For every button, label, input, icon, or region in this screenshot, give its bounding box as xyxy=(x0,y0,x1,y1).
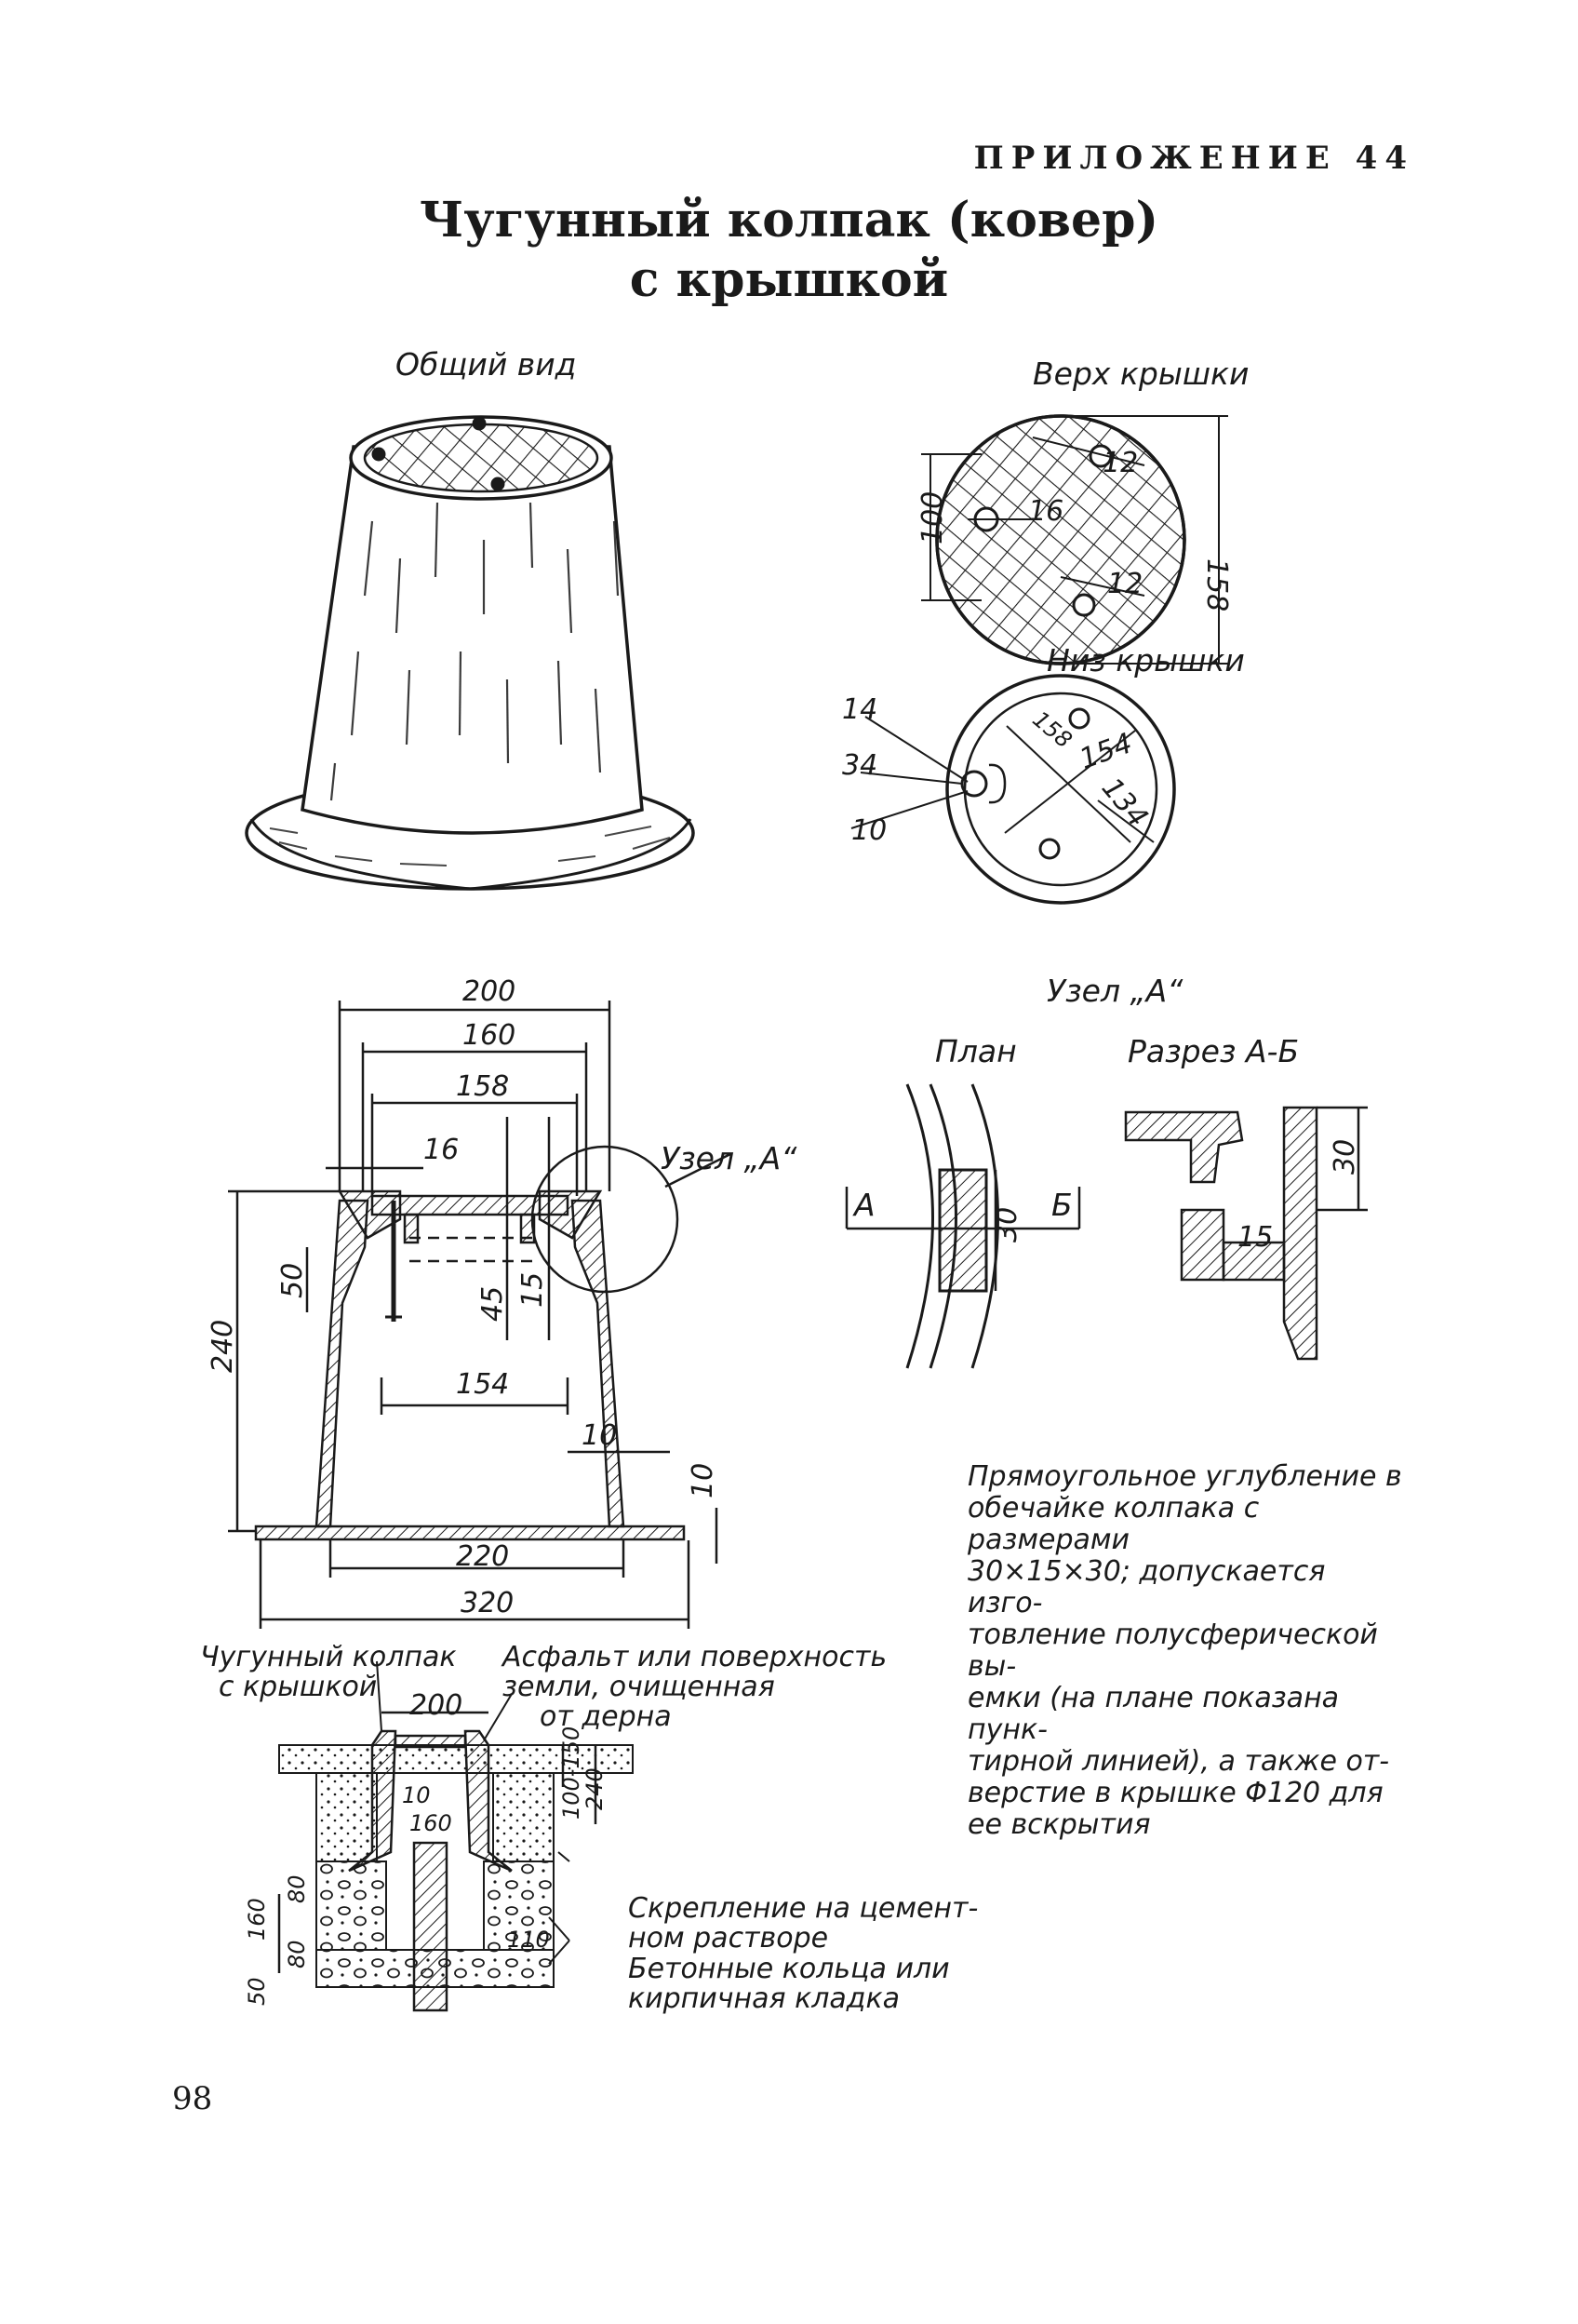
dim-sec-240: 240 xyxy=(207,1319,239,1373)
dim-bot-10: 10 xyxy=(851,814,888,847)
dim-top-12b: 12 xyxy=(1107,568,1143,600)
dim-inst-110: 110 xyxy=(507,1927,550,1953)
label-general-view: Общий вид xyxy=(395,346,577,383)
dim-sec-200: 200 xyxy=(462,975,516,1008)
label-a: А xyxy=(854,1187,876,1223)
label-node-a: Узел „А“ xyxy=(1047,973,1184,1009)
dim-inst-80a: 80 xyxy=(284,1874,310,1903)
note-line: товление полусферической вы- xyxy=(968,1619,1378,1683)
cap-label-line-2: с крышкой xyxy=(219,1671,378,1703)
dim-inst-160v: 160 xyxy=(244,1898,270,1941)
note-line: емки (на плане показана пунк- xyxy=(968,1682,1340,1746)
label-node-a-callout: Узел „А“ xyxy=(661,1140,797,1176)
dim-sec-16: 16 xyxy=(423,1134,460,1166)
dim-inst-100-150: 100-150 xyxy=(558,1726,584,1820)
label-lid-top: Верх крышки xyxy=(1033,356,1250,392)
dim-inst-80b: 80 xyxy=(284,1940,310,1968)
asphalt-line-1: Асфальт или поверхность xyxy=(502,1641,888,1673)
asphalt-line-3: от дерна xyxy=(540,1700,672,1733)
dim-node-30a: 30 xyxy=(991,1206,1023,1243)
node-a-plan xyxy=(845,1083,1081,1369)
installation-detail xyxy=(277,1660,634,2012)
note-line: 30×15×30; допускается изго- xyxy=(968,1555,1326,1619)
general-view-cap xyxy=(245,415,695,891)
dim-node-15: 15 xyxy=(1237,1221,1274,1254)
dim-bot-34: 34 xyxy=(842,749,878,782)
cap-cross-section xyxy=(228,1001,731,1629)
note-line: верстие в крышке Φ120 для xyxy=(968,1777,1384,1809)
dim-sec-320: 320 xyxy=(461,1587,515,1619)
appendix-number: ПРИЛОЖЕНИЕ 44 xyxy=(973,140,1414,177)
dim-sec-45: 45 xyxy=(476,1285,509,1322)
label-section-a-b: Разрез А-Б xyxy=(1128,1033,1300,1069)
dim-sec-160: 160 xyxy=(462,1019,516,1052)
label-rings: Бетонные кольца или кирпичная кладка xyxy=(628,1955,950,2014)
dim-inst-10: 10 xyxy=(402,1782,431,1808)
dim-inst-160: 160 xyxy=(409,1810,452,1836)
dim-sec-10b: 10 xyxy=(687,1462,719,1498)
label-mortar: Скрепление на цемент- ном растворе xyxy=(628,1894,978,1954)
title-line-1: Чугунный колпак (ковер) xyxy=(419,192,1159,249)
rings-line-2: кирпичная кладка xyxy=(628,1982,901,2015)
note-line: обечайке колпака с размерами xyxy=(968,1492,1260,1556)
dim-sec-220: 220 xyxy=(456,1540,510,1573)
dim-sec-15: 15 xyxy=(516,1271,549,1308)
dim-top-12a: 12 xyxy=(1103,447,1139,479)
label-plan: План xyxy=(935,1033,1017,1069)
node-a-section xyxy=(1124,1106,1368,1361)
dim-top-158: 158 xyxy=(1200,558,1233,612)
dim-sec-50: 50 xyxy=(276,1262,309,1298)
dim-top-16: 16 xyxy=(1028,495,1064,528)
dim-sec-158: 158 xyxy=(456,1070,510,1103)
dim-bot-14: 14 xyxy=(842,693,878,726)
page-title: Чугунный колпак (ковер) с крышкой xyxy=(324,191,1254,310)
note-line: Прямоугольное углубление в xyxy=(968,1460,1402,1493)
dim-sec-10a: 10 xyxy=(582,1419,618,1452)
label-lid-bottom: Низ крышки xyxy=(1047,642,1245,678)
rings-line-1: Бетонные кольца или xyxy=(628,1953,950,1985)
note-line: тирной линией), а также от- xyxy=(968,1745,1390,1778)
dim-sec-154: 154 xyxy=(456,1368,510,1401)
note-text: Прямоугольное углубление в обечайке колп… xyxy=(968,1461,1405,1841)
note-line: ее вскрытия xyxy=(968,1808,1151,1841)
dim-inst-200: 200 xyxy=(409,1689,463,1722)
asphalt-line-2: земли, очищенная xyxy=(502,1671,775,1703)
lid-top-view xyxy=(921,414,1228,665)
label-b: Б xyxy=(1051,1187,1073,1223)
dim-top-100: 100 xyxy=(916,490,949,544)
lid-bottom-view xyxy=(850,674,1176,905)
dim-inst-240: 240 xyxy=(582,1767,608,1810)
label-cast-iron-cap: Чугунный колпак с крышкой xyxy=(200,1643,457,1702)
mortar-line-2: ном растворе xyxy=(628,1922,829,1955)
title-line-2: с крышкой xyxy=(629,251,949,308)
dim-node-30b: 30 xyxy=(1329,1138,1361,1175)
label-asphalt: Асфальт или поверхность земли, очищенная… xyxy=(502,1643,887,1732)
cap-label-line-1: Чугунный колпак xyxy=(200,1641,457,1673)
page-number: 98 xyxy=(172,2080,213,2117)
mortar-line-1: Скрепление на цемент- xyxy=(628,1892,979,1925)
dim-inst-50: 50 xyxy=(244,1977,270,2006)
